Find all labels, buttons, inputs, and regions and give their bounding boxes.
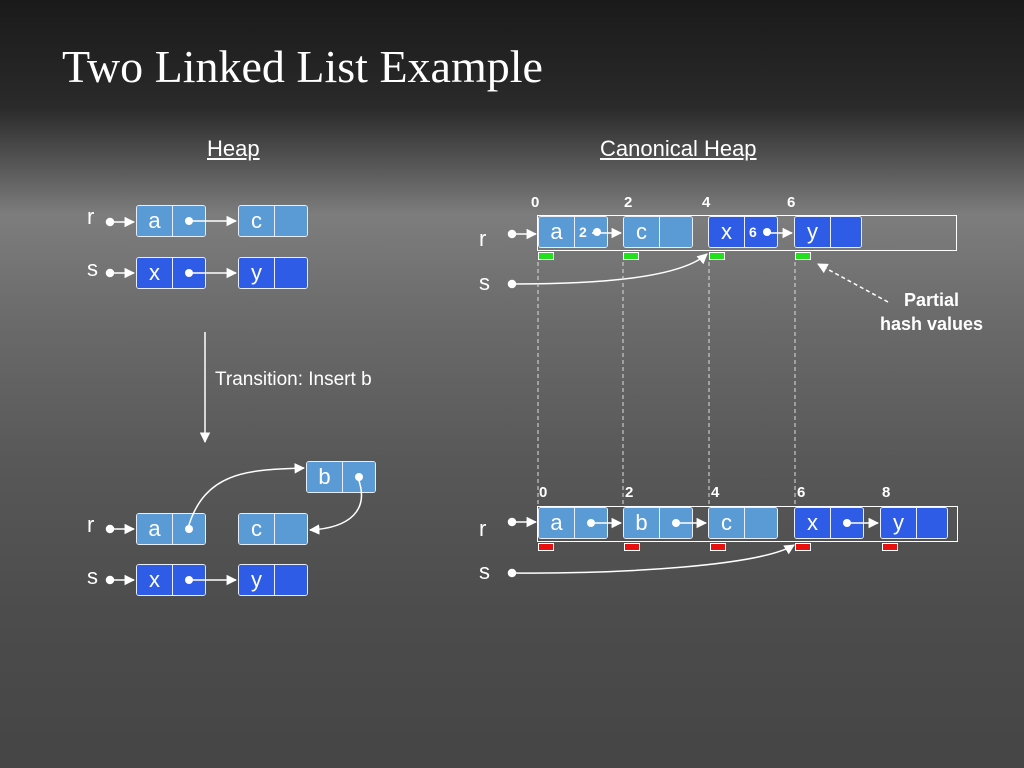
node-pointer (275, 565, 307, 595)
node-pointer (343, 462, 375, 492)
node-value: a (137, 206, 173, 236)
canonical-after-s-label: s (479, 559, 490, 584)
index-label: 2 (625, 484, 634, 501)
heap-after-node-y: y (238, 564, 308, 596)
node-value: b (307, 462, 343, 492)
heap-after-s-label: s (87, 564, 98, 589)
pointer-dot-icon (593, 228, 601, 236)
node-value: a (539, 217, 575, 247)
index-label: 8 (882, 484, 891, 501)
index-label: 4 (711, 484, 720, 501)
canonical-heading: Canonical Heap (600, 136, 757, 161)
partial-hash-marker (795, 252, 811, 260)
node-value: y (795, 217, 831, 247)
pointer-dot-icon (763, 228, 771, 236)
pointer-dot-icon (355, 473, 363, 481)
index-label: 6 (797, 484, 806, 501)
heap-after-r-label: r (87, 512, 95, 537)
index-label: 4 (702, 194, 711, 211)
node-pointer (173, 514, 205, 544)
pointer-dot-icon (843, 519, 851, 527)
node-pointer (575, 508, 607, 538)
node-pointer (275, 258, 307, 288)
node-value: x (137, 258, 173, 288)
partial-hash-marker (709, 252, 725, 260)
slide-title: Two Linked List Example (62, 41, 543, 92)
node-value: y (239, 258, 275, 288)
heap-after-node-b: b (306, 461, 376, 493)
canonical-before-node-c: c (623, 216, 693, 248)
root-arrow-s (511, 253, 708, 285)
heap-after-node-c: c (238, 513, 308, 545)
node-value: x (795, 508, 831, 538)
node-value: y (881, 508, 917, 538)
node-value: c (239, 514, 275, 544)
partial-hash-note: Partial hash values (880, 288, 983, 336)
node-value: c (624, 217, 660, 247)
node-value: x (137, 565, 173, 595)
node-pointer (831, 217, 861, 247)
heap-before-node-a: a (136, 205, 206, 237)
heap-before-s-label: s (87, 256, 98, 281)
root-arrow-s (511, 544, 795, 574)
index-label: 2 (624, 194, 633, 211)
canonical-after-heap-array (537, 506, 958, 542)
index-label: 0 (539, 484, 548, 501)
node-pointer (917, 508, 947, 538)
canonical-before-node-a: a 2 (538, 216, 608, 248)
next-arrow-a-to-b (187, 463, 306, 529)
partial-hash-marker (882, 543, 898, 551)
canonical-before-heap-array (537, 215, 957, 251)
pointer-dot-icon (672, 519, 680, 527)
heap-before-node-c: c (238, 205, 308, 237)
heap-before-r-label: r (87, 204, 95, 229)
note-pointer-arrow (817, 263, 889, 303)
partial-hash-marker (795, 543, 811, 551)
note-line: Partial (904, 290, 960, 310)
note-line: hash values (880, 314, 984, 334)
node-pointer (275, 514, 307, 544)
node-pointer: 2 (575, 217, 607, 247)
partial-hash-marker (624, 543, 640, 551)
canonical-after-node-y: y (880, 507, 948, 539)
node-value: a (137, 514, 173, 544)
node-value: b (624, 508, 660, 538)
pointer-number: 2 (579, 224, 587, 240)
pointer-number: 6 (749, 224, 757, 240)
canonical-before-s-label: s (479, 270, 490, 295)
node-value: a (539, 508, 575, 538)
heap-before-node-y: y (238, 257, 308, 289)
index-label: 6 (787, 194, 796, 211)
partial-hash-marker (623, 252, 639, 260)
transition-label: Transition: Insert b (215, 369, 372, 390)
canonical-before-node-x: x 6 (708, 216, 778, 248)
pointer-dot-icon (185, 525, 193, 533)
node-pointer (660, 217, 692, 247)
partial-hash-marker (538, 252, 554, 260)
partial-hash-marker (538, 543, 554, 551)
node-pointer (275, 206, 307, 236)
next-arrow-b-to-c (308, 477, 363, 535)
pointer-dot-icon (587, 519, 595, 527)
canonical-after-node-c: c (708, 507, 778, 539)
canonical-after-node-a: a (538, 507, 608, 539)
node-value: c (709, 508, 745, 538)
node-pointer (745, 508, 777, 538)
node-value: y (239, 565, 275, 595)
node-pointer: 6 (745, 217, 777, 247)
node-value: x (709, 217, 745, 247)
heap-after-node-a: a (136, 513, 206, 545)
heap-heading: Heap (207, 136, 260, 161)
node-value: c (239, 206, 275, 236)
partial-hash-marker (710, 543, 726, 551)
canonical-after-r-label: r (479, 516, 487, 541)
index-label: 0 (531, 194, 540, 211)
canonical-before-node-y: y (794, 216, 862, 248)
heap-before-node-x: x (136, 257, 206, 289)
canonical-before-r-label: r (479, 226, 487, 251)
